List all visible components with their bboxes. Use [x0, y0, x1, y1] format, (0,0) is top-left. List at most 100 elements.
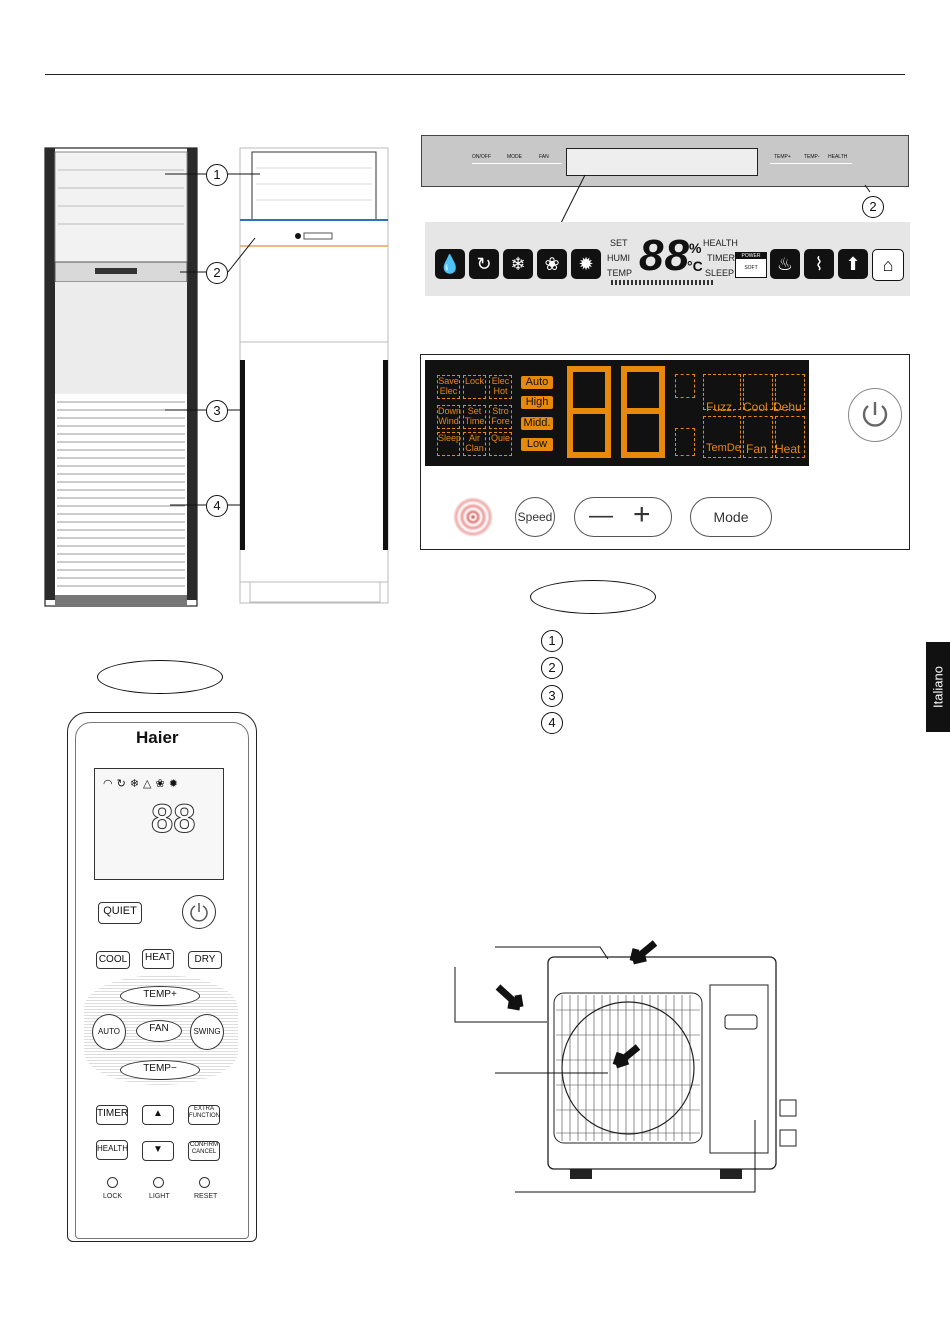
heat-wave-icon: ♨ — [770, 249, 800, 279]
remote-power-button[interactable] — [182, 895, 216, 929]
remote-digits: 88 — [151, 797, 196, 842]
marker-2: 2 — [206, 262, 228, 284]
lcd-celsius: °C — [687, 258, 703, 274]
lcd-panel: 💧 ↻ ❄ ❀ ✹ SET HUMI TEMP 88 % °C HEALTH T… — [425, 222, 910, 296]
sun-icon: ✹ — [571, 249, 601, 279]
speed-auto: Auto — [521, 376, 553, 389]
lcd-temp: TEMP — [607, 268, 633, 278]
btn-fan: FAN — [539, 154, 549, 160]
fan-icon: ❀ — [537, 249, 567, 279]
temp-up-button[interactable]: TEMP+ — [120, 986, 200, 1006]
lcd-power: POWER — [736, 253, 766, 259]
save-elec-box: Save Elec — [437, 375, 460, 399]
legend-1: 1 — [541, 630, 563, 652]
btn-health: HEALTH — [828, 154, 848, 160]
auto-button[interactable]: AUTO — [92, 1014, 126, 1050]
mini-lcd — [566, 148, 758, 176]
drop-icon: 💧 — [435, 249, 465, 279]
lock-indicator[interactable] — [107, 1177, 118, 1188]
lcd-digits: 88 — [639, 231, 690, 280]
reset-label: RESET — [194, 1193, 218, 1200]
lock-box: Lock — [463, 375, 486, 399]
power-icon — [862, 402, 888, 427]
heat-button[interactable]: HEAT — [142, 949, 174, 969]
btn-mode: MODE — [507, 154, 522, 160]
stro-fore-box: Stro Fore — [489, 405, 512, 429]
mode-heat: Heat — [775, 442, 801, 456]
minus-label: — — [589, 502, 613, 529]
quie-box: Quie — [489, 432, 512, 456]
cycle-icon: ↻ — [469, 249, 499, 279]
light-indicator[interactable] — [153, 1177, 164, 1188]
legend-oval — [530, 580, 656, 614]
btn-temp-minus: TEMP- — [804, 154, 820, 160]
fan-button[interactable]: FAN — [136, 1020, 182, 1042]
legend-4: 4 — [541, 712, 563, 734]
lcd-soft: SOFT — [744, 265, 758, 271]
mode-temde: TemDe — [706, 442, 741, 454]
confirm-cancel-button[interactable]: CONFIRM CANCEL — [188, 1141, 220, 1161]
quiet-button[interactable]: QUIET — [98, 902, 142, 924]
marker-1: 1 — [206, 164, 228, 186]
down-button[interactable]: ▼ — [142, 1141, 174, 1161]
lcd-timer: TIMER — [707, 253, 735, 263]
language-tab-label: Italiano — [930, 666, 946, 708]
reset-indicator[interactable] — [199, 1177, 210, 1188]
remote-mode-icons: ◠↻❄△❀✹ — [103, 778, 182, 790]
speed-high: High — [521, 396, 553, 409]
down-wind-box: Down Wind — [437, 405, 461, 429]
lcd-sleep: SLEEP — [705, 268, 735, 278]
minus-plus-button[interactable]: — + — [574, 497, 672, 537]
mode-fuzz: Fuzz. — [706, 400, 736, 414]
home-icon: ⌂ — [872, 249, 904, 281]
power-soft-box: POWER SOFT — [735, 252, 767, 278]
lcd-humi: HUMI — [607, 253, 630, 263]
orange-display: Save Elec Lock Elec Hot Down Wind Set Ti… — [425, 360, 809, 466]
btn-onoff: ON/OFF — [472, 154, 491, 160]
language-tab: Italiano — [926, 642, 950, 732]
air-clan-box: Air Clan — [463, 432, 486, 456]
legend-2: 2 — [541, 657, 563, 679]
light-label: LIGHT — [149, 1193, 170, 1200]
snowflake-icon: ❄ — [503, 249, 533, 279]
swing-button[interactable]: SWING — [190, 1014, 224, 1050]
header-rule — [45, 74, 905, 75]
mode-cool: Cool — [743, 400, 768, 414]
cool-button[interactable]: COOL — [96, 951, 130, 969]
heater-coil-icon: ⌇ — [804, 249, 834, 279]
strip-marker-2: 2 — [862, 196, 884, 218]
health-button[interactable]: HEALTH — [96, 1140, 128, 1160]
set-time-box: Set Time — [463, 405, 486, 429]
mode-button[interactable]: Mode — [690, 497, 772, 537]
marker-3: 3 — [206, 400, 228, 422]
lcd-health: HEALTH — [703, 238, 738, 248]
speed-button[interactable]: Speed — [515, 497, 555, 537]
dry-button[interactable]: DRY — [188, 951, 222, 969]
plus-label: + — [633, 498, 651, 531]
speed-low: Low — [521, 438, 553, 451]
control-strip: ON/OFF MODE FAN TEMP+ TEMP- HEALTH — [421, 135, 909, 187]
timer-button[interactable]: TIMER — [96, 1105, 128, 1125]
marker-4: 4 — [206, 495, 228, 517]
lcd-set: SET — [610, 238, 628, 248]
mode-dehu: Dehu — [773, 400, 802, 414]
temp-down-button[interactable]: TEMP− — [120, 1060, 200, 1080]
indoor-unit-drawing — [44, 147, 389, 607]
remote-oval — [97, 660, 223, 694]
sleep-box: Sleep — [437, 432, 461, 456]
extra-function-button[interactable]: EXTRA FUNCTION — [188, 1105, 220, 1125]
elec-hot-box: Elec Hot — [489, 375, 512, 399]
remote-screen: ◠↻❄△❀✹ 88 — [94, 768, 224, 880]
speed-midd: Midd. — [521, 417, 553, 430]
mode-fan: Fan — [746, 442, 767, 456]
remote-brand: Haier — [136, 728, 179, 747]
up-button[interactable]: ▲ — [142, 1105, 174, 1125]
humidify-icon: ⬆ — [838, 249, 868, 279]
power-button[interactable] — [848, 388, 902, 442]
lcd-percent: % — [689, 240, 702, 256]
sensor-icon — [452, 496, 494, 538]
btn-temp-plus: TEMP+ — [774, 154, 791, 160]
lock-label: LOCK — [103, 1193, 123, 1200]
legend-3: 3 — [541, 685, 563, 707]
lcd-bar — [611, 280, 715, 285]
